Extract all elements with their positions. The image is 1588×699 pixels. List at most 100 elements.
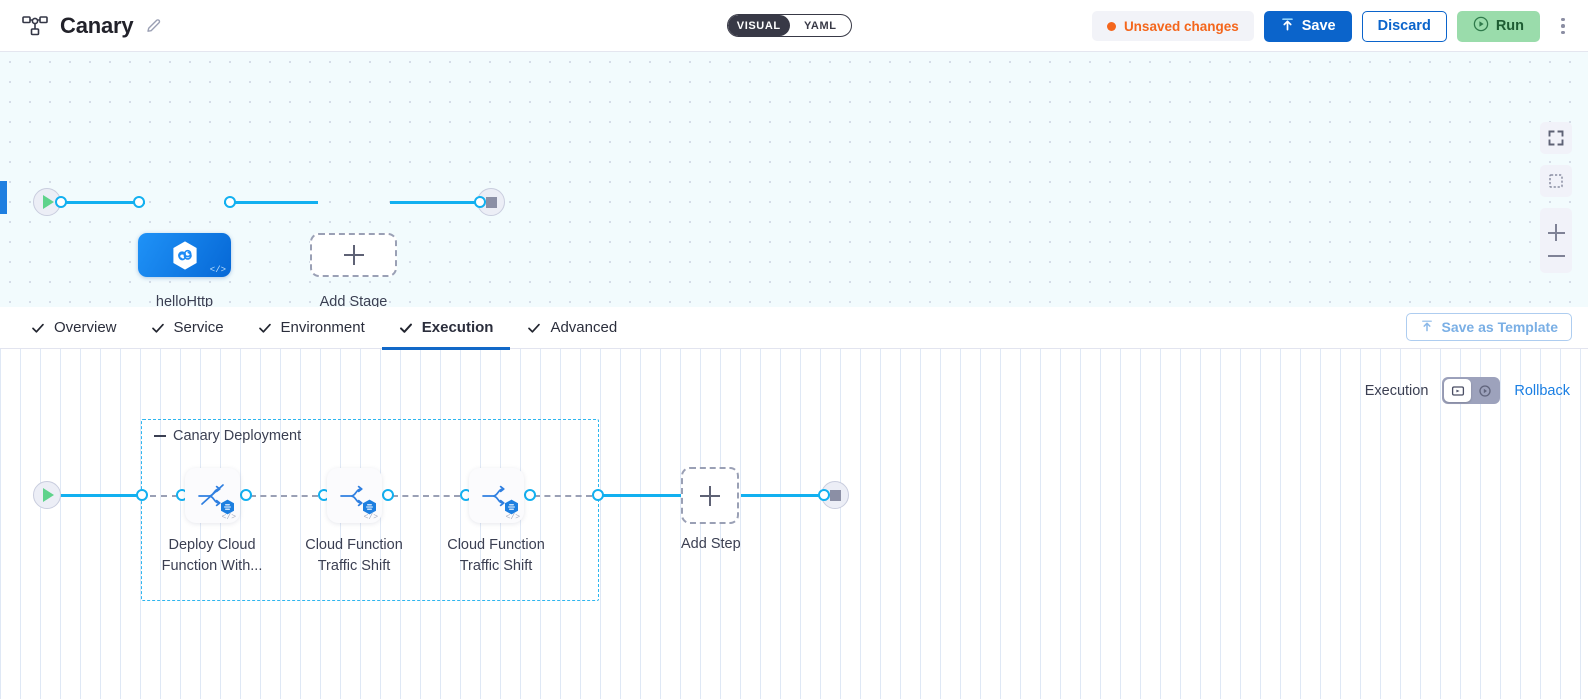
toggle-yaml[interactable]: YAML — [803, 19, 837, 32]
add-stage-button[interactable] — [310, 233, 397, 277]
edge-hellohttp-to-addstage — [224, 201, 318, 204]
tab-service[interactable]: Service — [134, 307, 241, 349]
tab-label-advanced: Advanced — [550, 319, 618, 336]
step-node-deploy-cloud-function[interactable]: </> — [185, 468, 240, 523]
deploy-traffic-split-icon — [196, 482, 230, 510]
save-as-template-button[interactable]: Save as Template — [1405, 313, 1572, 341]
execution-start-node[interactable] — [33, 481, 61, 509]
edge-step1-to-step2 — [250, 495, 318, 497]
stage-node-hellohttp[interactable]: </> — [138, 233, 231, 277]
hexagon-badge — [220, 499, 235, 515]
step-label-line1: Cloud Function — [447, 537, 545, 553]
canvas-left-accent — [0, 181, 7, 214]
selection-box-icon[interactable] — [1540, 165, 1572, 197]
plus-icon — [700, 485, 720, 506]
collapse-dash-icon[interactable] — [154, 435, 166, 437]
hexagon-badge — [362, 499, 377, 515]
step-label-line1: Deploy Cloud — [168, 537, 256, 553]
save-button[interactable]: Save — [1263, 10, 1352, 42]
pipeline-canvas-stages[interactable]: </> helloHttp Add Stage — [0, 52, 1588, 307]
play-start-icon — [43, 195, 54, 209]
rollback-view-icon[interactable] — [1471, 379, 1498, 402]
step-label-deploy-cloud-function: Deploy Cloud Function With... — [142, 535, 282, 577]
port-end-in[interactable] — [474, 196, 486, 208]
add-step-button[interactable] — [681, 467, 739, 524]
toggle-visual[interactable]: VISUAL — [728, 15, 790, 36]
kebab-menu-icon[interactable] — [1552, 10, 1574, 42]
discard-button[interactable]: Discard — [1361, 10, 1447, 42]
discard-label: Discard — [1377, 18, 1431, 34]
upload-icon — [1280, 17, 1295, 36]
tab-label-environment: Environment — [280, 319, 365, 336]
zoom-out-icon[interactable] — [1547, 255, 1565, 257]
play-circle-icon — [1473, 16, 1489, 36]
save-label: Save — [1301, 18, 1336, 34]
run-label: Run — [1495, 18, 1524, 34]
page-title: Canary — [60, 12, 134, 38]
tab-execution[interactable]: Execution — [381, 307, 511, 350]
traffic-shift-icon — [480, 482, 514, 510]
code-badge-icon: </> — [505, 513, 520, 522]
step-label-line2: Function With... — [161, 558, 263, 575]
code-badge-icon: </> — [221, 513, 236, 522]
upload-icon — [1420, 319, 1434, 336]
header-actions: Unsaved changes Save Discard Run — [1091, 0, 1574, 52]
port-group-exit[interactable] — [592, 489, 604, 501]
stage-label-hellohttp: helloHttp — [155, 294, 214, 307]
stop-end-icon — [485, 196, 497, 208]
step-node-traffic-shift-2[interactable]: </> — [469, 468, 524, 523]
step-label-traffic-shift-2: Cloud Function Traffic Shift — [426, 535, 566, 577]
stage-group-title[interactable]: Canary Deployment — [154, 428, 301, 444]
status-badge-unsaved: Unsaved changes — [1091, 11, 1254, 41]
add-step-label: Add Step — [681, 536, 741, 552]
check-icon — [151, 323, 164, 333]
check-icon — [258, 323, 271, 333]
zoom-controls — [1540, 208, 1572, 273]
port-hellohttp-in[interactable] — [133, 196, 145, 208]
view-mode-toggle[interactable]: VISUAL YAML — [727, 14, 852, 37]
tab-advanced[interactable]: Advanced — [510, 307, 634, 349]
tab-overview[interactable]: Overview — [14, 307, 134, 349]
rollback-link[interactable]: Rollback — [1514, 382, 1570, 399]
check-icon — [32, 323, 44, 333]
execution-mode-toggle[interactable] — [1442, 377, 1501, 404]
port-step2-out[interactable] — [382, 489, 394, 501]
plus-icon — [343, 245, 364, 265]
port-hellohttp-out[interactable] — [224, 196, 236, 208]
stage-group-title-label: Canary Deployment — [173, 428, 302, 444]
header-left-group: Canary — [0, 13, 163, 39]
run-button[interactable]: Run — [1456, 10, 1540, 42]
edge-group-to-addstep — [600, 494, 682, 497]
pipeline-nodes-icon — [22, 15, 48, 37]
edge-addstep-to-end — [741, 494, 826, 497]
stop-end-icon — [829, 489, 841, 501]
pencil-edit-icon[interactable] — [145, 17, 163, 35]
execution-toolbar: Execution Rollback — [1365, 377, 1570, 404]
add-stage-label: Add Stage — [319, 294, 388, 307]
tab-label-service: Service — [173, 319, 224, 336]
execution-view-icon[interactable] — [1444, 379, 1472, 402]
step-label-traffic-shift-1: Cloud Function Traffic Shift — [284, 535, 424, 577]
check-icon — [528, 323, 541, 333]
port-execution-end-in[interactable] — [818, 489, 830, 501]
port-group-entry[interactable] — [136, 489, 148, 501]
port-step1-out[interactable] — [240, 489, 252, 501]
check-icon — [399, 323, 412, 333]
save-as-template-label: Save as Template — [1441, 319, 1558, 335]
port-start-out[interactable] — [55, 196, 67, 208]
hexagon-badge — [504, 499, 519, 515]
step-label-line2: Traffic Shift — [317, 558, 391, 575]
canvas-controls — [1540, 122, 1572, 273]
zoom-in-icon[interactable] — [1547, 224, 1565, 241]
tab-environment[interactable]: Environment — [241, 307, 382, 349]
edge-start-to-group — [55, 494, 143, 497]
step-label-line2: Traffic Shift — [459, 558, 533, 575]
config-tabbar: Overview Service Environment Execution A… — [0, 307, 1588, 350]
stage-group-canary-deployment[interactable]: Canary Deployment — [141, 419, 599, 601]
port-step3-out[interactable] — [524, 489, 536, 501]
fit-screen-icon[interactable] — [1540, 122, 1572, 154]
edge-step3-to-group-out — [534, 495, 592, 497]
execution-canvas[interactable]: Execution Rollback — [0, 349, 1588, 699]
step-node-traffic-shift-1[interactable]: </> — [327, 468, 382, 523]
status-dot-icon — [1106, 21, 1116, 31]
